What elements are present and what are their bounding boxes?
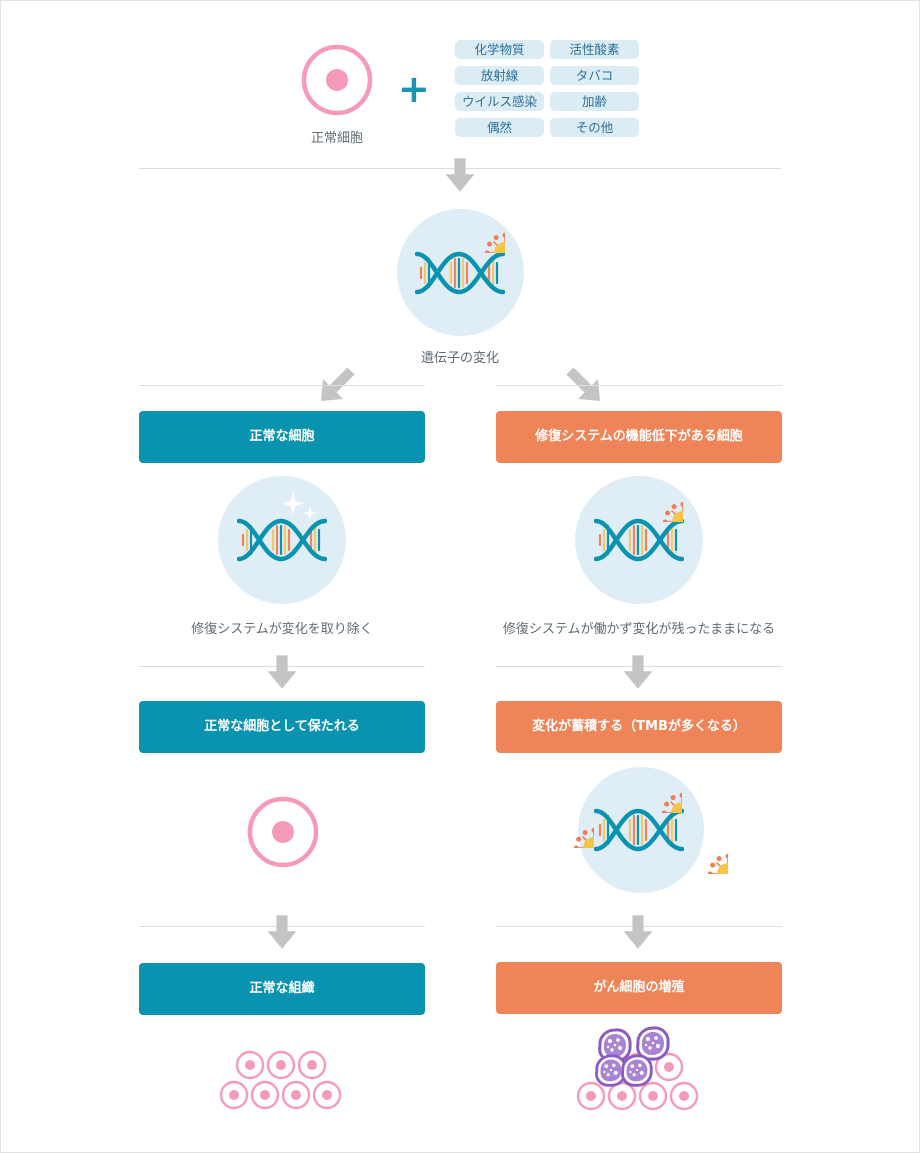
factor-aging: 加齢 [550, 92, 639, 111]
right-box-cancer-proliferation: がん細胞の増殖 [496, 962, 782, 1014]
factor-other: その他 [550, 118, 639, 137]
plus-icon: + [398, 67, 430, 111]
dna-icon [594, 515, 684, 565]
arrow-down-icon [266, 912, 298, 952]
dna-icon [415, 248, 505, 298]
factor-reactive-oxygen: 活性酸素 [550, 40, 639, 59]
normal-cell-label: 正常細胞 [310, 131, 363, 146]
divider [496, 385, 782, 386]
mutagen-icon [548, 802, 594, 848]
arrow-down-left-icon [321, 367, 355, 401]
mutagen-icon [637, 476, 683, 522]
factor-chance: 偶然 [455, 118, 544, 137]
left-box-stays-normal: 正常な細胞として保たれる [139, 701, 425, 753]
left-caption-repair: 修復システムが変化を取り除く [191, 622, 373, 637]
mutagen-icon [682, 828, 728, 874]
mutagen-icon [636, 767, 682, 813]
arrow-down-right-icon [566, 367, 600, 401]
arrow-down-icon [444, 155, 476, 195]
arrow-down-icon [622, 652, 654, 692]
divider [139, 385, 425, 386]
factor-tobacco: タバコ [550, 66, 639, 85]
mutagen-icon [459, 207, 505, 253]
arrow-down-icon [266, 652, 298, 692]
normal-cell-icon [247, 796, 319, 868]
right-caption-no-repair: 修復システムが働かず変化が残ったままになる [502, 622, 776, 637]
normal-cell-icon [301, 44, 373, 116]
right-box-repair-impaired-cell: 修復システムの機能低下がある細胞 [496, 411, 782, 463]
gene-change-label: 遺伝子の変化 [420, 351, 499, 366]
right-box-accumulation: 変化が蓄積する（TMBが多くなる） [496, 701, 782, 753]
gene-change-circle [397, 209, 524, 336]
left-box-normal-tissue: 正常な組織 [139, 963, 425, 1015]
arrow-down-icon [622, 912, 654, 952]
factor-radiation: 放射線 [455, 66, 544, 85]
cancer-cells-icon [576, 1026, 699, 1111]
factor-virus-infection: ウイルス感染 [455, 92, 544, 111]
sparkle-icon [282, 492, 317, 520]
tissue-icon [219, 1050, 342, 1110]
factor-chemical: 化学物質 [455, 40, 544, 59]
left-box-normal-cell: 正常な細胞 [139, 411, 425, 463]
